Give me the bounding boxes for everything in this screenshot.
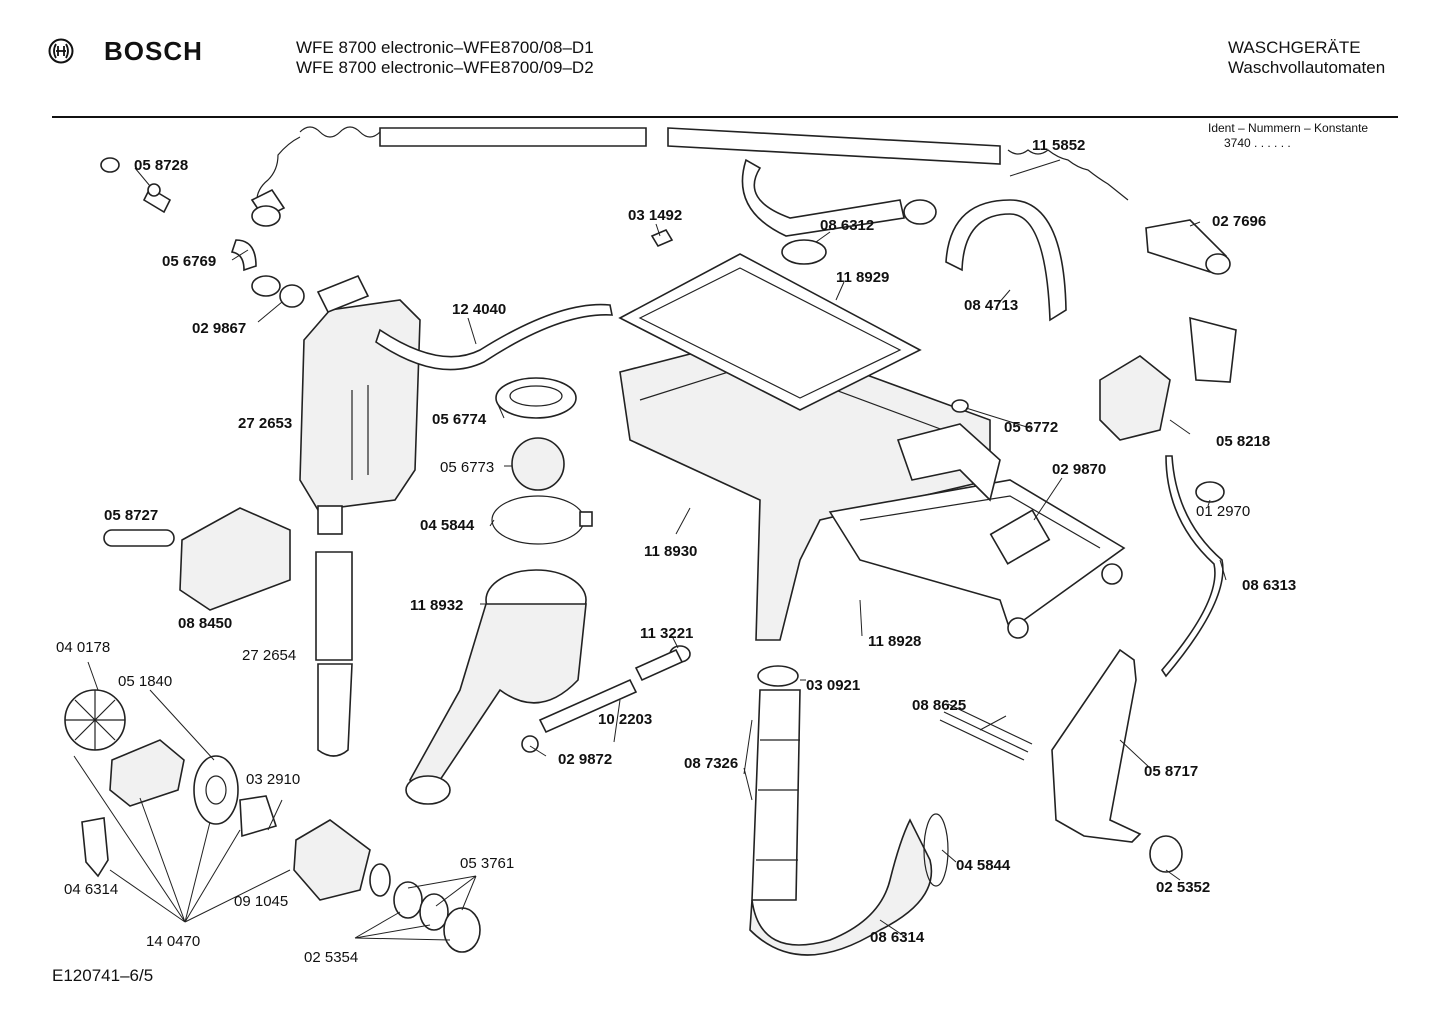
label-056773: 05 6773: [440, 459, 494, 476]
label-058728: 05 8728: [134, 157, 188, 174]
part-084713-bracket: [945, 199, 1067, 322]
part-046314-cover: [81, 817, 109, 878]
leader-lines-motor-group: [73, 661, 477, 941]
label-118928: 11 8928: [868, 633, 921, 650]
label-027696: 02 7696: [1212, 213, 1266, 230]
part-088450-bracket: [103, 507, 291, 611]
label-056769: 05 6769: [162, 253, 216, 270]
part-051840-motor: [109, 739, 185, 807]
label-029872: 02 9872: [558, 751, 612, 768]
hose-long-top: [250, 126, 1129, 227]
label-140470: 14 0470: [146, 933, 200, 950]
label-087326: 08 7326: [684, 755, 738, 772]
ident-value: 3740 . . . . . .: [1224, 136, 1291, 150]
model-line-1: WFE 8700 electronic–WFE8700/08–D1: [296, 38, 594, 57]
label-086312: 08 6312: [820, 217, 874, 234]
model-line-2: WFE 8700 electronic–WFE8700/09–D2: [296, 58, 594, 77]
label-118930: 11 8930: [644, 543, 697, 560]
label-045844-upper: 04 5844: [420, 517, 475, 534]
leader-lines: [134, 159, 1227, 937]
label-051840: 05 1840: [118, 673, 172, 690]
part-058218-pressure-switch: [1099, 316, 1237, 441]
header-divider: [52, 116, 1398, 118]
label-058727: 05 8727: [104, 507, 158, 524]
label-118932: 11 8932: [410, 597, 463, 614]
part-272653-reservoir: [299, 274, 421, 535]
part-086312-hose: [741, 158, 937, 265]
part-029870-filter: [989, 509, 1051, 565]
label-025352: 02 5352: [1156, 879, 1210, 896]
part-272654-hose: [315, 551, 353, 757]
label-272654: 27 2654: [242, 647, 296, 664]
label-058717: 05 8717: [1144, 763, 1198, 780]
label-056774: 05 6774: [432, 411, 487, 428]
label-025354: 02 5354: [304, 949, 358, 966]
label-088625: 08 8625: [912, 697, 966, 714]
label-053761: 05 3761: [460, 855, 514, 872]
part-030921-hose: [751, 665, 801, 901]
label-056772: 05 6772: [1004, 419, 1058, 436]
part-040178-fan: [64, 689, 126, 751]
label-012970: 01 2970: [1196, 503, 1250, 520]
part-012970-ring: [1195, 481, 1225, 503]
label-029870: 02 9870: [1052, 461, 1106, 478]
label-086313: 08 6313: [1242, 577, 1296, 594]
label-058218: 05 8218: [1216, 433, 1270, 450]
label-088450: 08 8450: [178, 615, 232, 632]
label-115852: 11 5852: [1032, 137, 1085, 154]
part-058717-bracket: [1051, 648, 1142, 843]
ident-block: Ident – Nummern – Konstante 3740 . . . .…: [1208, 121, 1368, 151]
ident-label: Ident – Nummern – Konstante: [1208, 121, 1369, 135]
label-102203: 10 2203: [598, 711, 652, 728]
part-025352-knob: [1149, 835, 1183, 873]
label-084713: 08 4713: [964, 297, 1018, 314]
part-102203-pipe: [521, 645, 691, 753]
part-086314-bellows: [749, 813, 949, 956]
label-091045: 09 1045: [234, 893, 288, 910]
label-032910: 03 2910: [246, 771, 300, 788]
part-045844-clamp-ring: [491, 495, 593, 545]
part-031492-clip: [650, 228, 674, 248]
document-code: E120741–6/5: [52, 966, 154, 985]
part-118932-sump: [405, 569, 587, 805]
part-056774-seal: [495, 377, 577, 419]
bosch-logo-icon: [48, 38, 74, 64]
part-056772-bracket: [896, 399, 1001, 502]
label-118929: 11 8929: [836, 269, 889, 286]
part-124040-hose: [375, 303, 613, 371]
label-045844-lower: 04 5844: [956, 857, 1011, 874]
part-118929-lid: [618, 253, 922, 411]
part-056769-elbow: [230, 239, 305, 308]
part-088625-strip: [939, 703, 1033, 761]
part-058728-clip: [100, 157, 172, 214]
label-031492: 03 1492: [628, 207, 682, 224]
label-124040: 12 4040: [452, 301, 506, 318]
label-113221: 11 3221: [640, 625, 693, 642]
part-027696-hose-end: [1145, 219, 1231, 275]
part-118928-drawer: [828, 479, 1126, 639]
label-040178: 04 0178: [56, 639, 110, 656]
label-030921: 03 0921: [806, 677, 860, 694]
part-086313-tube: [1160, 455, 1224, 678]
label-046314: 04 6314: [64, 881, 118, 898]
part-032910-rotor: [193, 755, 278, 838]
part-091045-pump: [293, 819, 481, 953]
category-line-2: Waschvollautomaten: [1228, 58, 1386, 77]
label-029867: 02 9867: [192, 320, 246, 337]
label-086314: 08 6314: [870, 929, 925, 946]
category-line-1: WASCHGERÄTE: [1228, 38, 1361, 57]
part-056773-ball: [511, 437, 565, 491]
brand-name: BOSCH: [104, 36, 203, 66]
label-272653: 27 2653: [238, 415, 292, 432]
